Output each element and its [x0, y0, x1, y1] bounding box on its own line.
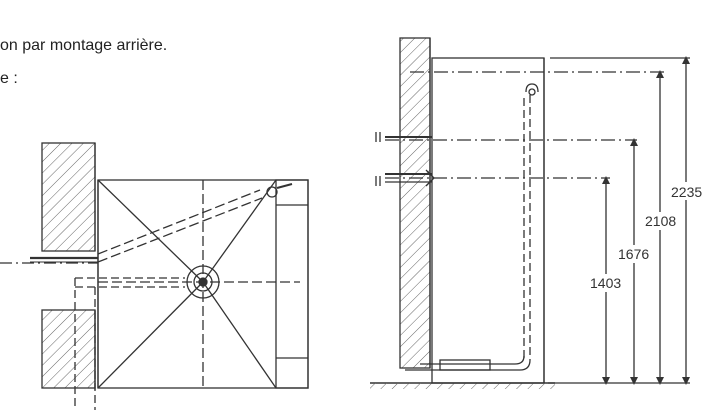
- dim-label-2108: 2108: [645, 213, 676, 229]
- shower-column: [431, 57, 545, 384]
- shower-head: [525, 83, 539, 93]
- caption-line-1: on par montage arrière.: [0, 37, 168, 54]
- dim-label-1403: 1403: [590, 275, 621, 291]
- mixer-valve: [266, 186, 278, 198]
- wall-lower-hatch: [41, 309, 96, 389]
- side-wall-hatch: [399, 37, 431, 369]
- caption-line-2: e :: [0, 70, 18, 87]
- dim-label-1676: 1676: [618, 246, 649, 262]
- dim-label-2235: 2235: [671, 184, 702, 200]
- top-view: [0, 142, 309, 410]
- side-view: [370, 37, 690, 389]
- wall-upper-hatch: [41, 142, 96, 252]
